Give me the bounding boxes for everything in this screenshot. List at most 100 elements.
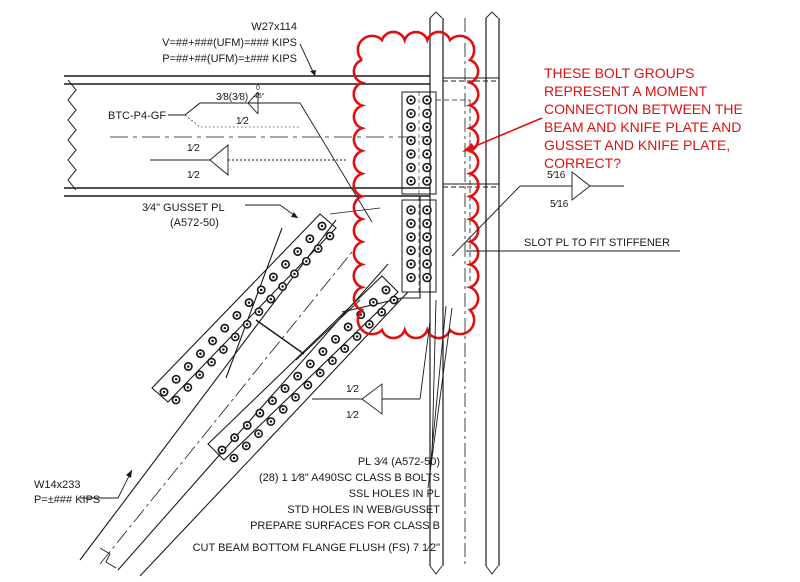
brace-bolt-center [199, 352, 202, 355]
weld-mid-above: 1⁄2 [187, 143, 200, 154]
weld-symbol-mid: 1⁄2 1⁄2 [150, 143, 348, 181]
knife-plate-bolt-center [409, 139, 413, 142]
knife-plate-bolt-center [425, 208, 429, 212]
knife-plate-upper [151, 213, 337, 403]
brace-bolt-center [232, 456, 236, 460]
knife-plate-bolt-center [425, 166, 429, 169]
bolt-notes: PL 3⁄4 (A572-50) (28) 1 1⁄8" A490SC CLAS… [193, 299, 453, 554]
brace-label: W14x233 P=±### KIPS [34, 469, 133, 506]
weld-right-below: 5⁄16 [550, 199, 569, 210]
slot-note: SLOT PL TO FIT STIFFENER [466, 237, 680, 252]
brace-bolt-center [247, 301, 251, 304]
weld-angle-b: 45° [254, 92, 265, 100]
brace-bolt-center [355, 335, 359, 338]
brace-bolt-center [392, 298, 396, 302]
knife-plate-bolt-center [409, 152, 413, 156]
brace-bolt-center [198, 373, 201, 377]
brace-bolt-center [222, 348, 225, 351]
knife-plate-bolt-center [425, 235, 429, 239]
weld-right-above: 5⁄16 [547, 170, 566, 181]
brace-bolt-center [305, 259, 308, 263]
knife-plate-bolt-center [409, 235, 413, 239]
knife-bolt-group-lower [406, 205, 432, 283]
brace-bolt-center [372, 301, 375, 304]
brace-bolt-center [233, 436, 236, 439]
knife-plate-bolt-center [425, 222, 429, 225]
knife-plate-bolt-center [409, 262, 413, 266]
bolt-note-6: CUT BEAM BOTTOM FLANGE FLUSH (FS) 7 1⁄2" [193, 542, 440, 554]
knife-plate-bolt-center [409, 222, 413, 225]
brace-bolt-center [162, 390, 166, 394]
brace-bolt-center [334, 337, 337, 341]
brace-bolt-center [283, 387, 287, 390]
brace-bolt-center [384, 288, 388, 292]
weld-symbol-bottom: 1⁄2 1⁄2 [312, 321, 431, 421]
knife-plate-bolt-center [409, 249, 413, 252]
beam-shear-label: V=##+###(UFM)=### KIPS [162, 37, 297, 49]
knife-plate-bolt-center [425, 125, 429, 129]
bolt-note-1: PL 3⁄4 (A572-50) [358, 456, 440, 468]
knife-plate-bolt-center [425, 276, 429, 279]
column [429, 11, 500, 575]
brace-bolt-center [294, 395, 297, 399]
knife-plate-column [401, 91, 471, 293]
brace-bolt-center [271, 399, 274, 403]
knife-plate-bolt-center [425, 139, 429, 142]
weld-symbol-btc: BTC-P4-GF 3⁄8(3⁄8) 1⁄2 0 45° [108, 85, 373, 223]
brace-bolt-center [380, 310, 383, 314]
slot-note-text: SLOT PL TO FIT STIFFENER [524, 237, 670, 249]
brace-axial-label: P=±### KIPS [34, 494, 100, 506]
plate-divider [255, 319, 305, 355]
knife-plate-lower [207, 275, 399, 461]
weld-top-below: 1⁄2 [236, 116, 249, 127]
knife-plate-bolt-center [409, 98, 413, 102]
bolt-note-5: PREPARE SURFACES FOR CLASS B [250, 520, 440, 532]
beam-w27 [64, 75, 430, 197]
brace-bolt-center [328, 234, 332, 238]
brace-bolt-center [174, 377, 178, 381]
brace-bolt-center [296, 250, 299, 253]
brace-bolt-group-lower [217, 285, 399, 463]
brace-bolt-center [220, 448, 224, 452]
knife-plate-bolt-center [425, 98, 429, 102]
gusset-material-label: (A572-50) [170, 217, 219, 229]
brace-bolt-center [272, 275, 275, 279]
knife-plate-bolt-center [409, 208, 413, 212]
knife-plate-bolt-center [425, 152, 429, 156]
knife-plate-bolt-center [409, 112, 413, 115]
brace-bolt-center [245, 444, 248, 448]
bolt-note-3: SSL HOLES IN PL [349, 488, 440, 500]
bolt-note-4: STD HOLES IN WEB/GUSSET [287, 504, 440, 516]
knife-plate-bolt-center [425, 249, 429, 252]
brace-bolt-center [269, 297, 273, 301]
knife-plate-bolt-center [409, 179, 413, 183]
brace-bolt-center [281, 285, 284, 288]
brace-bolt-center [235, 314, 239, 317]
question-line-6: CORRECT? [544, 155, 621, 171]
question-markup: THESE BOLT GROUPS REPRESENT A MOMENT CON… [462, 65, 743, 171]
gusset-label: 3⁄4" GUSSET PL (A572-50) [142, 202, 299, 229]
question-line-3: CONNECTION BETWEEN THE [544, 101, 743, 117]
bolt-note-2: (28) 1 1⁄8" A490SC CLASS B BOLTS [259, 472, 440, 484]
brace-bolt-center [293, 272, 296, 276]
brace-bolt-center [245, 323, 249, 326]
beam-axial-label: P=##+##(UFM)=±### KIPS [162, 53, 297, 65]
brace-bolt-center [187, 365, 190, 368]
brace-bolt-center [306, 383, 310, 387]
question-arrowhead [462, 143, 475, 152]
brace-bolt-center [186, 386, 190, 389]
question-line-2: REPRESENT A MOMENT [544, 83, 708, 99]
brace-bolt-center [331, 359, 334, 363]
brace-bolt-center [281, 408, 285, 411]
brace-bolt-center [308, 237, 312, 241]
brace-bolt-center [258, 411, 262, 415]
brace-bolt-center [174, 398, 178, 402]
knife-plate-bolt-center [425, 112, 429, 115]
brace-bolt-center [233, 335, 237, 339]
brace-bolt-center [343, 347, 347, 350]
gusset-size-label: 3⁄4" GUSSET PL [142, 202, 225, 214]
beam-size-label: W27x114 [251, 21, 297, 33]
knife-plate-bolt-center [409, 276, 413, 279]
knife-plate-bolt-center [425, 262, 429, 266]
